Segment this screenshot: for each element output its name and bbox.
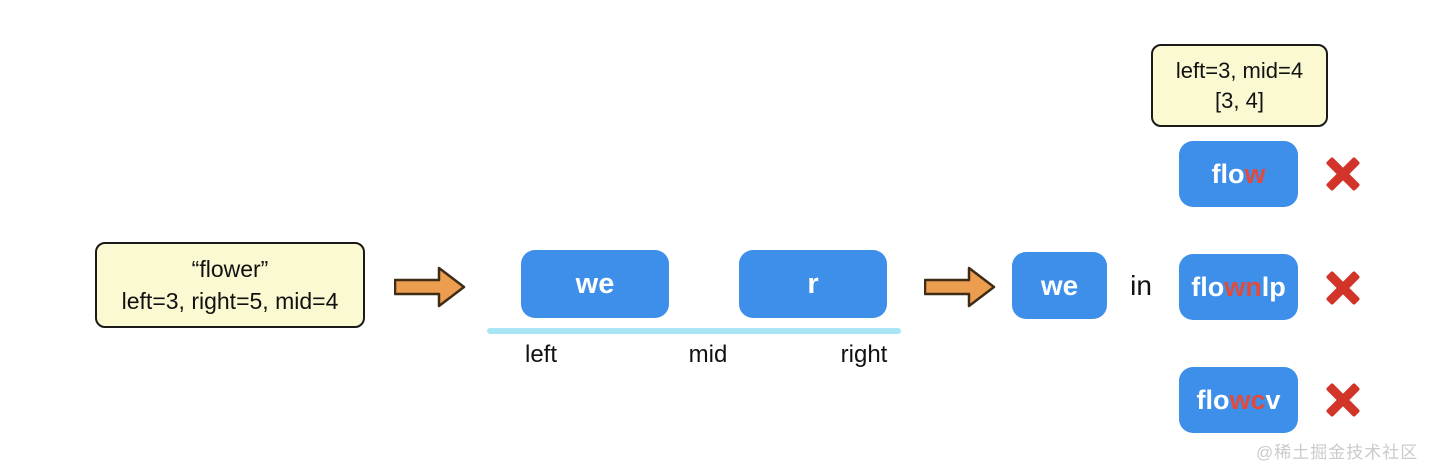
substring-text: we [575, 267, 615, 300]
note-pointers: left=3, right=5, mid=4 [121, 288, 339, 314]
watermark: @稀土掘金技术社区 [1256, 443, 1419, 462]
arrow-right-icon [394, 266, 466, 308]
substring-text: r [807, 267, 819, 300]
x-icon [1326, 157, 1360, 191]
arrow-right-icon [924, 266, 996, 308]
mismatch-text: wn [1224, 271, 1262, 302]
match-text: flo [1211, 158, 1245, 189]
start-state-note: “flower” left=3, right=5, mid=4 [95, 242, 365, 328]
substring-box-we: we [521, 250, 669, 318]
substring-box-r: r [739, 250, 887, 318]
label-left: left [524, 341, 558, 368]
label-mid: mid [688, 341, 728, 368]
note-pointers: left=3, mid=4 [1175, 57, 1304, 83]
range-baseline [487, 328, 901, 334]
x-icon [1326, 271, 1360, 305]
note-range: [3, 4] [1215, 87, 1264, 113]
mismatch-text: wc [1229, 384, 1266, 415]
query-text: we [1040, 269, 1079, 301]
result-state-note: left=3, mid=4 [3, 4] [1151, 44, 1328, 127]
x-icon [1326, 383, 1360, 417]
match-text: flo [1191, 271, 1225, 302]
match-text: flo [1196, 384, 1230, 415]
note-word: “flower” [191, 256, 269, 282]
mismatch-text: w [1244, 158, 1266, 189]
rest-text: v [1265, 384, 1281, 415]
label-right: right [840, 341, 888, 368]
rest-text: lp [1261, 271, 1286, 302]
operator-in: in [1130, 270, 1152, 301]
query-box-we: we [1012, 252, 1107, 319]
